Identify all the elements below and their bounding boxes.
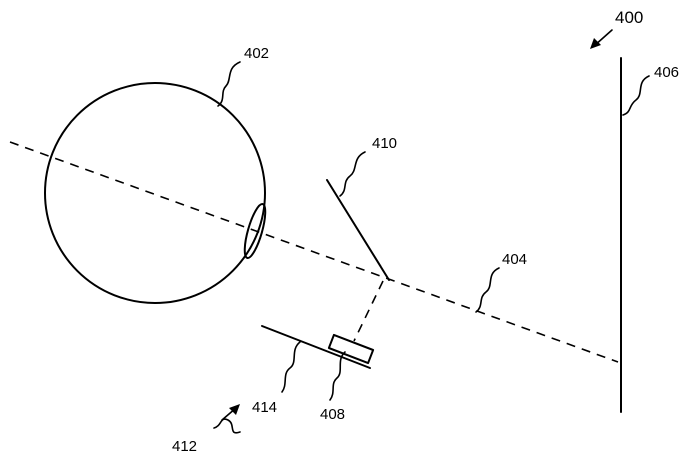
leader-412 — [213, 418, 241, 434]
arrow-412-head — [229, 404, 240, 415]
sensor-box — [327, 333, 375, 365]
board-line — [261, 325, 371, 369]
leader-414 — [281, 341, 301, 393]
arrow-400-head — [590, 38, 601, 49]
label-412: 412 — [172, 438, 197, 455]
eye-circle — [44, 82, 266, 304]
leader-406 — [622, 75, 650, 116]
optical-axis-dashed-line — [9, 141, 619, 363]
label-402: 402 — [244, 45, 269, 62]
leader-408 — [329, 351, 346, 401]
label-400: 400 — [615, 8, 643, 27]
leader-410 — [339, 151, 366, 197]
eye-lens — [243, 203, 267, 259]
label-408: 408 — [320, 406, 345, 423]
branch-dashed-line — [353, 280, 384, 342]
label-404: 404 — [502, 251, 527, 268]
leader-402 — [217, 61, 241, 107]
beam-splitter-line — [326, 179, 390, 281]
label-410: 410 — [372, 135, 397, 152]
leader-404 — [475, 267, 500, 313]
label-414: 414 — [252, 399, 277, 416]
label-406: 406 — [654, 64, 679, 81]
